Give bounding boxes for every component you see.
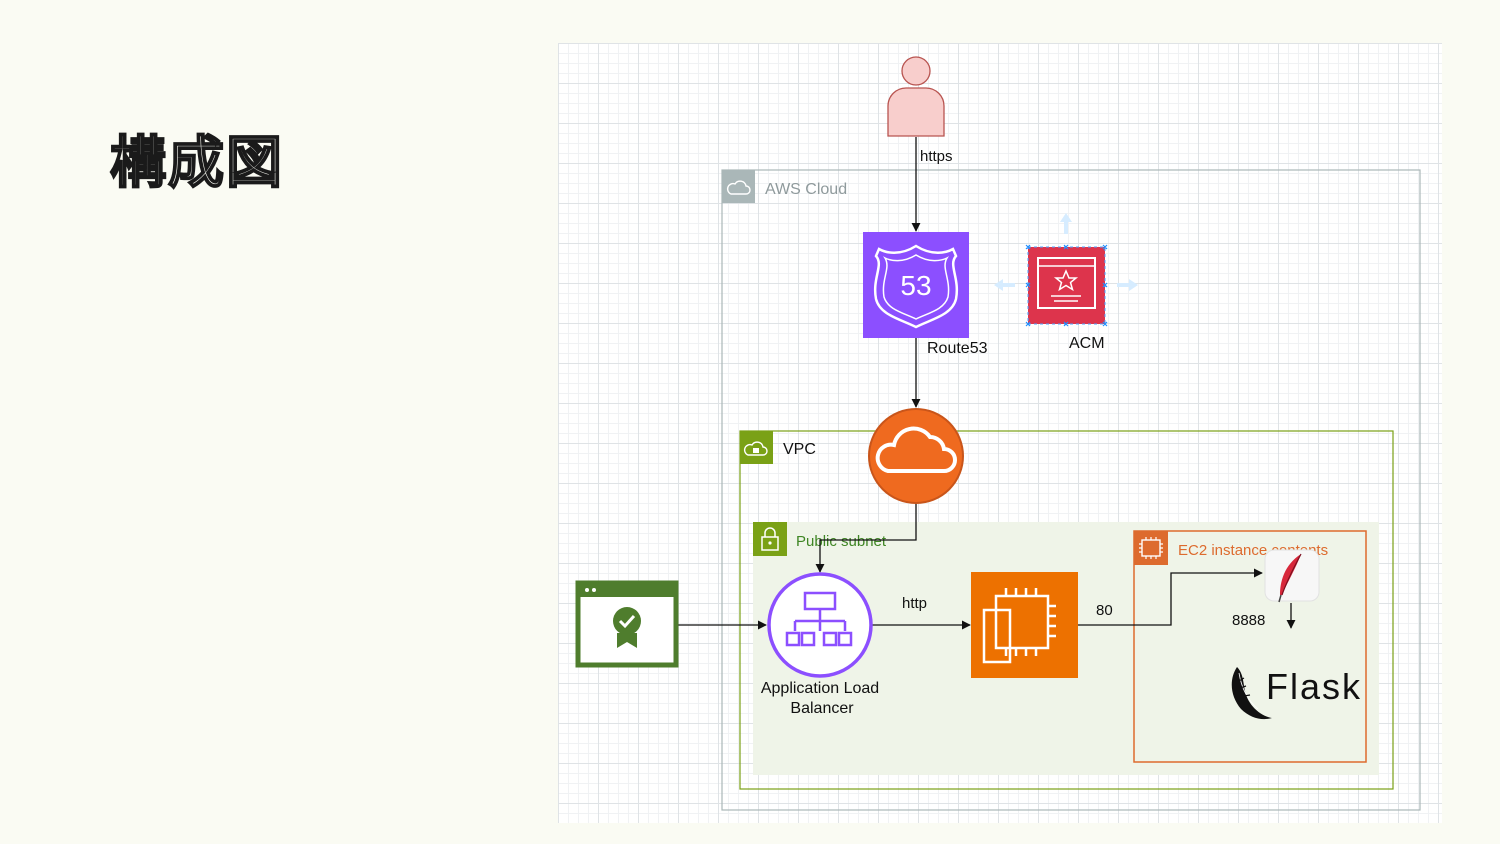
vpc-cloud-lock-icon: [743, 441, 768, 456]
edge-igw-alb: [815, 499, 917, 573]
route53-label: Route53: [927, 340, 988, 357]
alb-label-line2: Balancer: [790, 700, 854, 717]
edge-label-port-80: 80: [1096, 602, 1113, 619]
acm-node[interactable]: ACM: [994, 213, 1138, 352]
ec2-node[interactable]: [971, 572, 1078, 678]
connectors: [676, 137, 1296, 630]
edge-label-https: https: [920, 148, 953, 165]
edge-ec2-app: [1078, 568, 1263, 626]
selection-markers: [1025, 244, 1108, 327]
vpc-group[interactable]: VPC: [739, 430, 1394, 790]
vpc-label: VPC: [783, 441, 816, 458]
route53-shield-icon: [873, 244, 959, 329]
flask-logo: Flask: [1231, 666, 1362, 720]
feather-icon: [1278, 553, 1302, 603]
flask-horn-icon: [1231, 667, 1272, 720]
padlock-icon: [761, 527, 779, 551]
edge-label-port-8888: 8888: [1232, 612, 1265, 629]
aws-cloud-label: AWS Cloud: [765, 181, 847, 198]
ec2-chip-icon: [982, 588, 1056, 664]
public-subnet-label: Public subnet: [796, 533, 887, 550]
user-icon[interactable]: [887, 56, 945, 137]
diagram-svg: AWS Cloud VPC Public subnet EC2 instance…: [575, 56, 1421, 811]
route53-node[interactable]: 53 Route53: [863, 232, 988, 357]
alb-label-line1: Application Load: [761, 680, 879, 697]
app-server-node[interactable]: [1264, 549, 1320, 603]
diagram-canvas[interactable]: AWS Cloud VPC Public subnet EC2 instance…: [558, 43, 1442, 823]
verified-badge-icon: [613, 607, 641, 648]
page-title: 構成図: [109, 130, 284, 197]
hierarchy-icon: [785, 591, 853, 647]
window-dots-icon: [585, 588, 596, 592]
route53-icon-text: 53: [900, 270, 931, 301]
certificate-star-icon: [1037, 257, 1096, 309]
cloud-icon: [875, 426, 957, 473]
flask-logo-text: Flask: [1266, 666, 1362, 707]
selection-handles: [994, 213, 1138, 291]
cloud-icon: [726, 180, 751, 195]
acm-label: ACM: [1069, 335, 1105, 352]
certificate-browser-node[interactable]: [575, 580, 679, 668]
alb-node[interactable]: Application Load Balancer: [761, 572, 879, 717]
aws-cloud-group[interactable]: AWS Cloud: [721, 169, 1421, 811]
chip-icon: [1139, 537, 1163, 559]
edge-label-http: http: [902, 595, 927, 612]
internet-gateway-node[interactable]: [868, 408, 964, 504]
